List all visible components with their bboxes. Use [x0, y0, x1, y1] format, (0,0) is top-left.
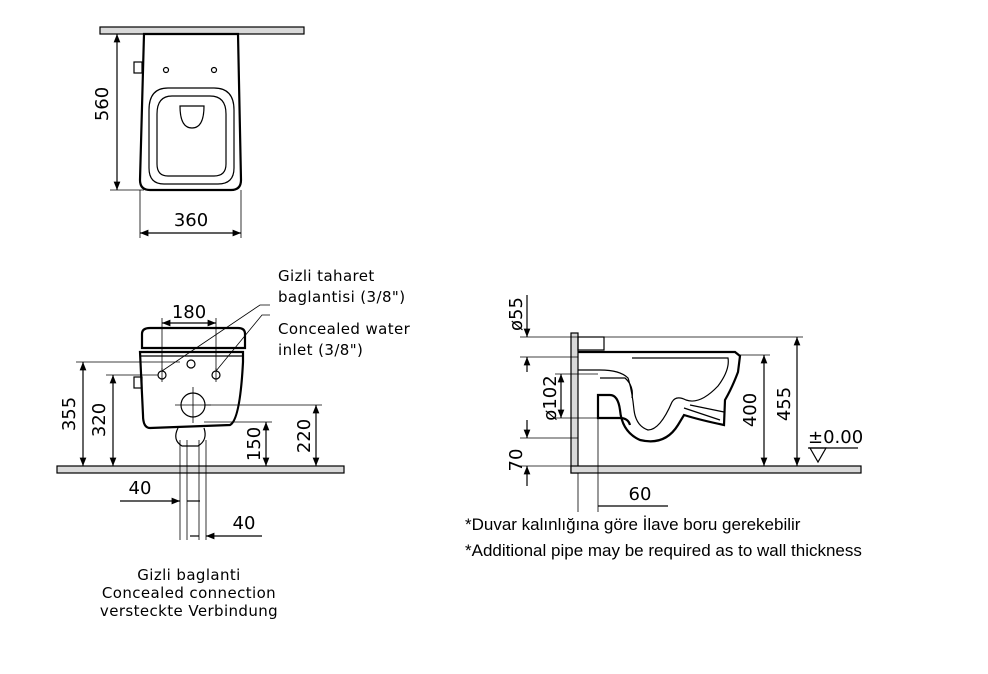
level-marker-icon	[808, 447, 828, 464]
label-conn-line3: versteckte Verbindung	[100, 602, 278, 620]
front-floor-slab	[56, 465, 345, 474]
front-inlet-center	[186, 359, 196, 369]
dim-70: 70	[506, 449, 527, 472]
top-fixing-hole-left	[162, 66, 170, 74]
side-bowl-body	[578, 350, 742, 443]
dim-320: 320	[89, 403, 110, 437]
dim-220: 220	[294, 419, 315, 453]
side-flush-plate	[577, 336, 605, 351]
dim-560: 560	[92, 87, 113, 121]
front-view: 180 355 320 150 220 40 40 Gizli taharet …	[56, 267, 411, 620]
dim-180: 180	[172, 302, 206, 323]
label-conn-line1: Gizli baglanti	[137, 566, 241, 584]
dim-150: 150	[244, 427, 265, 461]
dim-40-right: 40	[233, 513, 256, 534]
top-fixing-hole-right	[210, 66, 218, 74]
label-water-line2: inlet (3/8")	[278, 341, 363, 359]
side-floor	[570, 465, 862, 474]
dim-d55: ø55	[506, 297, 527, 331]
label-water-line1: Concealed water	[278, 320, 411, 338]
dim-455: 455	[774, 387, 795, 421]
front-lid	[140, 326, 247, 350]
front-flush-button	[133, 376, 143, 389]
side-wall	[570, 332, 579, 474]
dim-360: 360	[174, 210, 208, 231]
note-line1: *Duvar kalınlığına göre İlave boru gerek…	[465, 515, 801, 534]
top-bowl-outline	[138, 32, 243, 192]
top-outlet	[179, 105, 205, 129]
dim-355: 355	[59, 397, 80, 431]
label-bidet-line1: Gizli taharet	[278, 267, 375, 285]
side-view: ø55 ø102 70 400 455 ±0.00 60	[506, 295, 863, 512]
side-bowl-inner	[578, 357, 729, 431]
front-trap	[175, 427, 206, 447]
top-view: 560 360	[92, 26, 305, 238]
dim-60: 60	[629, 484, 652, 505]
note-line2: *Additional pipe may be required as to w…	[465, 541, 862, 560]
top-seat-outer	[148, 87, 235, 185]
top-flush-button	[133, 61, 143, 74]
dim-zero: ±0.00	[808, 427, 863, 448]
top-seat-inner	[156, 95, 227, 177]
dim-40-left: 40	[129, 478, 152, 499]
side-siphon	[600, 377, 725, 421]
label-bidet-line2: baglantisi (3/8")	[278, 288, 405, 306]
dim-d102: ø102	[540, 375, 561, 420]
dim-400: 400	[740, 393, 761, 427]
front-bowl	[138, 350, 245, 430]
label-conn-line2: Concealed connection	[102, 584, 276, 602]
